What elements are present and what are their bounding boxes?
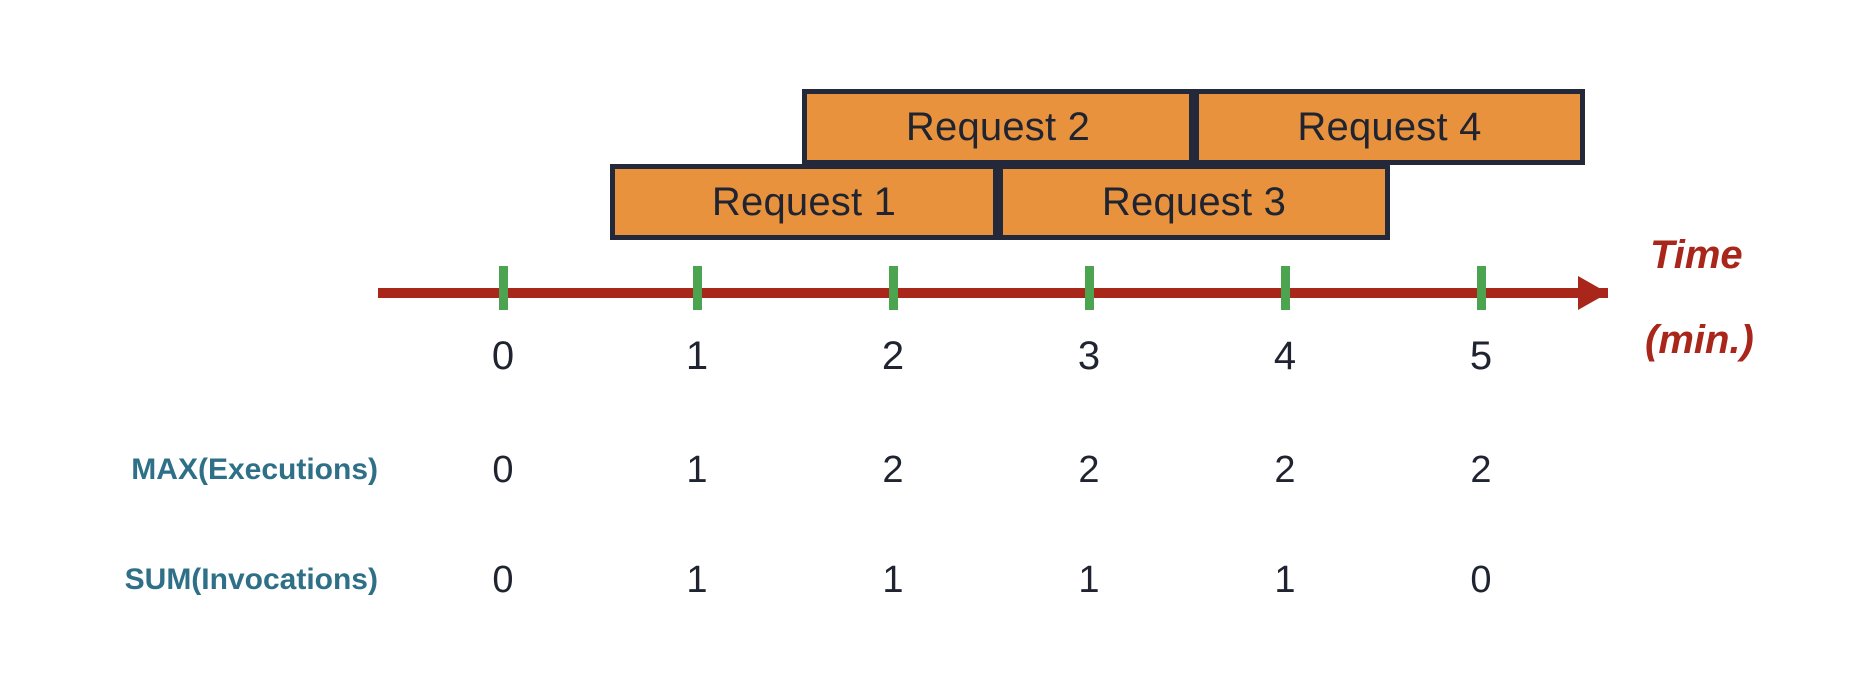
- time-axis-line: [378, 288, 1608, 298]
- metric-value-sum-3: 1: [1078, 559, 1100, 601]
- time-axis-arrow-icon: [1578, 276, 1608, 310]
- request-bar-1: Request 1: [610, 164, 998, 240]
- axis-tick-label-5: 5: [1469, 334, 1493, 378]
- request-bar-3: Request 3: [998, 164, 1390, 240]
- axis-tick-label-0: 0: [491, 334, 515, 378]
- metric-value-max-5: 2: [1470, 449, 1492, 491]
- metric-label-max-executions: MAX(Executions): [131, 453, 378, 486]
- metric-value-sum-4: 1: [1274, 559, 1296, 601]
- metric-value-sum-1: 1: [686, 559, 708, 601]
- request-bar-label: Request 3: [1101, 180, 1287, 224]
- metric-value-max-2: 2: [882, 449, 904, 491]
- axis-tick-2: [889, 266, 898, 310]
- metric-value-sum-2: 1: [882, 559, 904, 601]
- axis-tick-3: [1085, 266, 1094, 310]
- request-bar-label: Request 4: [1297, 105, 1482, 149]
- metric-value-max-0: 0: [492, 449, 514, 491]
- axis-tick-1: [693, 266, 702, 310]
- axis-tick-5: [1477, 266, 1486, 310]
- axis-tick-label-1: 1: [685, 334, 709, 378]
- axis-tick-label-2: 2: [881, 334, 905, 378]
- axis-tick-0: [499, 266, 508, 310]
- axis-tick-label-3: 3: [1077, 334, 1101, 378]
- request-bar-4: Request 4: [1194, 89, 1585, 165]
- request-bar-2: Request 2: [802, 89, 1194, 165]
- axis-title-unit: (min.): [1645, 318, 1754, 362]
- axis-tick-4: [1281, 266, 1290, 310]
- axis-tick-label-4: 4: [1273, 334, 1297, 378]
- metric-value-max-3: 2: [1078, 449, 1100, 491]
- request-bar-label: Request 2: [905, 105, 1091, 149]
- metric-value-max-4: 2: [1274, 449, 1296, 491]
- metric-label-sum-invocations: SUM(Invocations): [124, 563, 378, 596]
- metric-value-sum-0: 0: [492, 559, 514, 601]
- axis-title-time: Time: [1650, 233, 1743, 277]
- request-bar-label: Request 1: [711, 180, 897, 224]
- metric-value-max-1: 1: [686, 449, 708, 491]
- metric-value-sum-5: 0: [1470, 559, 1492, 601]
